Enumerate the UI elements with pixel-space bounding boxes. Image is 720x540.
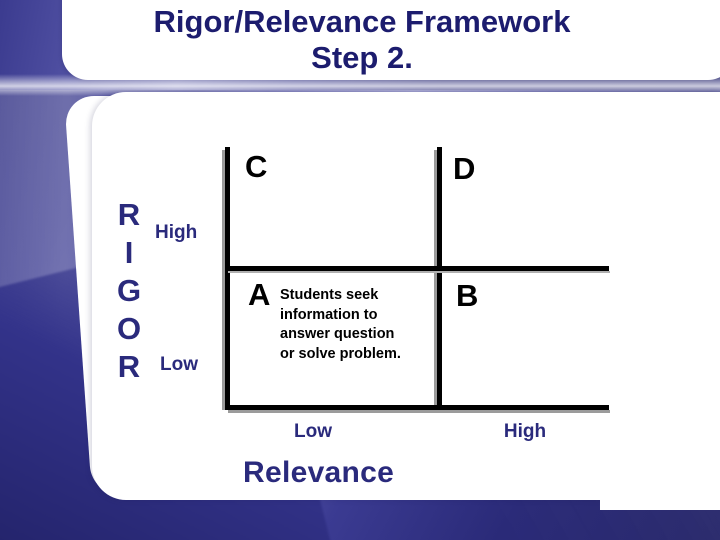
rigor-letter-3: G — [116, 273, 142, 308]
relevance-low-label: Low — [294, 421, 332, 442]
quadrant-label-a: A — [248, 277, 271, 312]
vertical-axis-line — [225, 147, 230, 409]
horizontal-axis-line — [225, 405, 609, 410]
horizontal-divider-line — [225, 266, 609, 271]
rigor-letter-1: R — [117, 197, 141, 232]
page-title-line2: Step 2. — [311, 39, 413, 75]
rigor-low-label: Low — [160, 354, 198, 375]
relevance-high-label: High — [503, 421, 547, 442]
title-band-sheen — [0, 74, 720, 96]
rigor-letter-5: R — [117, 349, 141, 384]
vertical-divider-shadow — [434, 150, 437, 410]
quadrant-a-body-text: Students seek information to answer ques… — [280, 287, 401, 362]
page-title: Rigor/Relevance Framework Step 2. — [62, 4, 662, 76]
quadrant-label-d: D — [453, 151, 476, 186]
title-panel — [62, 0, 720, 80]
rigor-letter-4: O — [116, 311, 142, 346]
horizontal-axis-shadow — [228, 410, 610, 413]
vertical-divider-line — [437, 147, 442, 409]
page-title-line1: Rigor/Relevance Framework — [153, 4, 571, 39]
rigor-axis-title: R I G O R — [112, 196, 146, 386]
quadrant-label-b: B — [456, 278, 479, 313]
vertical-axis-shadow — [222, 150, 225, 410]
quadrant-label-c: C — [245, 149, 268, 184]
rigor-high-label: High — [155, 222, 198, 243]
rigor-letter-2: I — [124, 235, 134, 270]
horizontal-divider-shadow — [228, 271, 610, 273]
relevance-axis-title: Relevance — [243, 456, 395, 489]
